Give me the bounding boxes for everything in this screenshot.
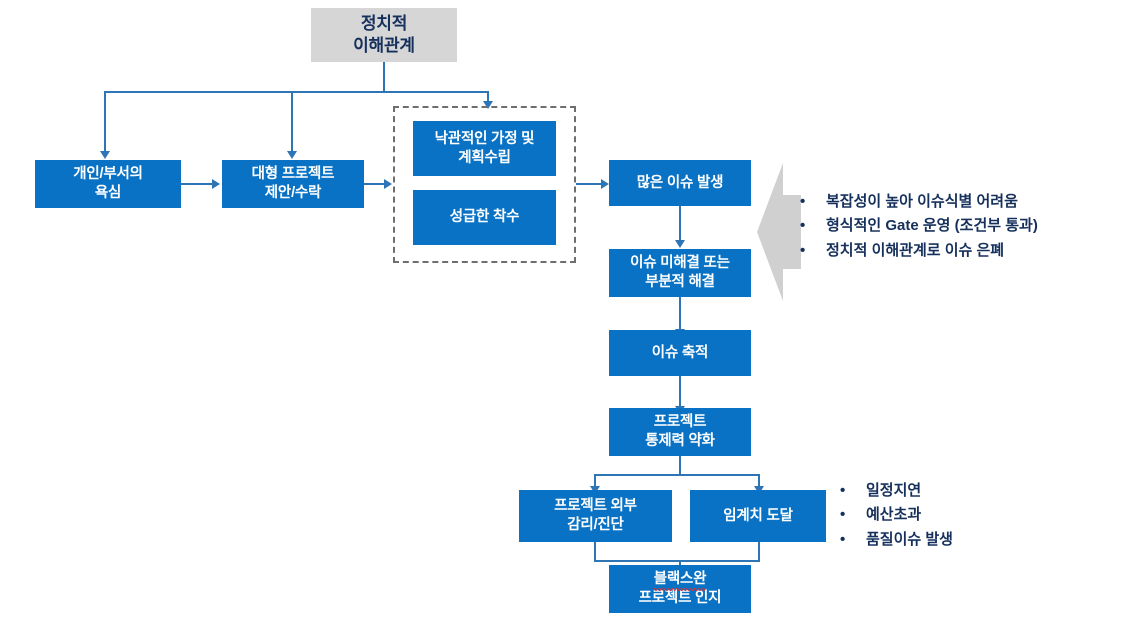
arrowhead-desire-to-proposal [212,179,220,189]
node-many-issues-occur[interactable]: 많은 이슈 발생 [609,160,751,206]
bullet-text: 예산초과 [866,506,922,524]
connector-unresolved-to-accumulation [679,297,681,331]
bullet-item: • 일정지연 [840,479,953,503]
group-project-initiation [393,106,576,263]
bullet-text: 품질이슈 발생 [866,530,953,548]
node-black-swan-project-recognition[interactable]: 블랙스완 프로젝트 인지 [609,565,751,613]
connector-threshold-down [758,542,760,561]
node-political-interest[interactable]: 정치적 이해관계 [311,8,457,62]
bullet-dot-icon: • [840,530,846,548]
connector-proposal-to-group [364,183,386,185]
connector-branch-1 [104,91,106,151]
bullet-dot-icon: • [800,217,806,235]
bullet-dot-icon: • [840,482,846,499]
callout-issue-management-problems: • 복잡성이 높아 이슈식별 어려움 • 형식적인 Gate 운영 (조건부 통… [800,190,1038,263]
node-large-project-proposal[interactable]: 대형 프로젝트 제안/수락 [222,160,364,208]
node-hasty-start[interactable]: 성급한 착수 [413,190,556,245]
connector-top-bus [104,91,489,93]
connector-control-down [679,456,681,475]
bullet-item: • 형식적인 Gate 운영 (조건부 통과) [800,214,1038,238]
bullet-dot-icon: • [800,241,806,259]
node-issues-unresolved-partial[interactable]: 이슈 미해결 또는 부분적 해결 [609,249,751,297]
arrowhead-group-to-issues [601,179,609,189]
connector-split-right [758,474,760,490]
connector-accumulation-to-control [679,376,681,408]
node-external-audit-diagnosis[interactable]: 프로젝트 외부 감리/진단 [519,490,672,542]
bullet-item: • 품질이슈 발생 [840,528,953,552]
connector-issues-to-unresolved [679,206,681,242]
connector-branch-3 [487,91,489,104]
bullet-text: 일정지연 [866,482,922,499]
arrowhead-proposal-to-group [384,179,392,189]
bullet-dot-icon: • [800,193,806,210]
connector-desire-to-proposal [181,183,214,185]
node-personal-department-desire[interactable]: 개인/부서의 욕심 [35,160,181,208]
bullet-text: 복잡성이 높아 이슈식별 어려움 [826,193,1018,210]
node-threshold-reached[interactable]: 임계치 도달 [690,490,826,542]
connector-title-down [383,62,385,92]
connector-split-left [594,474,596,490]
node-optimistic-assumption-plan[interactable]: 낙관적인 가정 및 계획수립 [413,121,556,176]
bullet-item: • 예산초과 [840,503,953,527]
bullet-text: 정치적 이해관계로 이슈 은폐 [826,241,1005,259]
bullet-text: 형식적인 Gate 운영 (조건부 통과) [826,217,1038,235]
connector-audit-down [594,542,596,561]
connector-merge-bus [594,560,760,562]
project-recognition-label: 프로젝트 인지 [638,590,722,606]
left-chevron-callout-shape [757,163,801,301]
bullet-dot-icon: • [840,506,846,524]
node-project-control-weakening[interactable]: 프로젝트 통제력 약화 [609,408,751,456]
bullet-item: • 복잡성이 높아 이슈식별 어려움 [800,190,1038,214]
connector-split-bus [594,474,760,476]
bullet-item: • 정치적 이해관계로 이슈 은폐 [800,239,1038,263]
callout-project-impacts: • 일정지연 • 예산초과 • 품질이슈 발생 [840,479,953,552]
arrowhead-branch-2 [287,151,297,159]
connector-group-to-issues [576,183,603,185]
arrowhead-issues-to-unresolved [675,240,685,248]
node-issue-accumulation[interactable]: 이슈 축적 [609,330,751,376]
black-swan-label: 블랙스완 [653,571,707,591]
arrowhead-branch-3 [483,101,493,109]
arrowhead-branch-1 [100,151,110,159]
connector-branch-2 [291,91,293,151]
